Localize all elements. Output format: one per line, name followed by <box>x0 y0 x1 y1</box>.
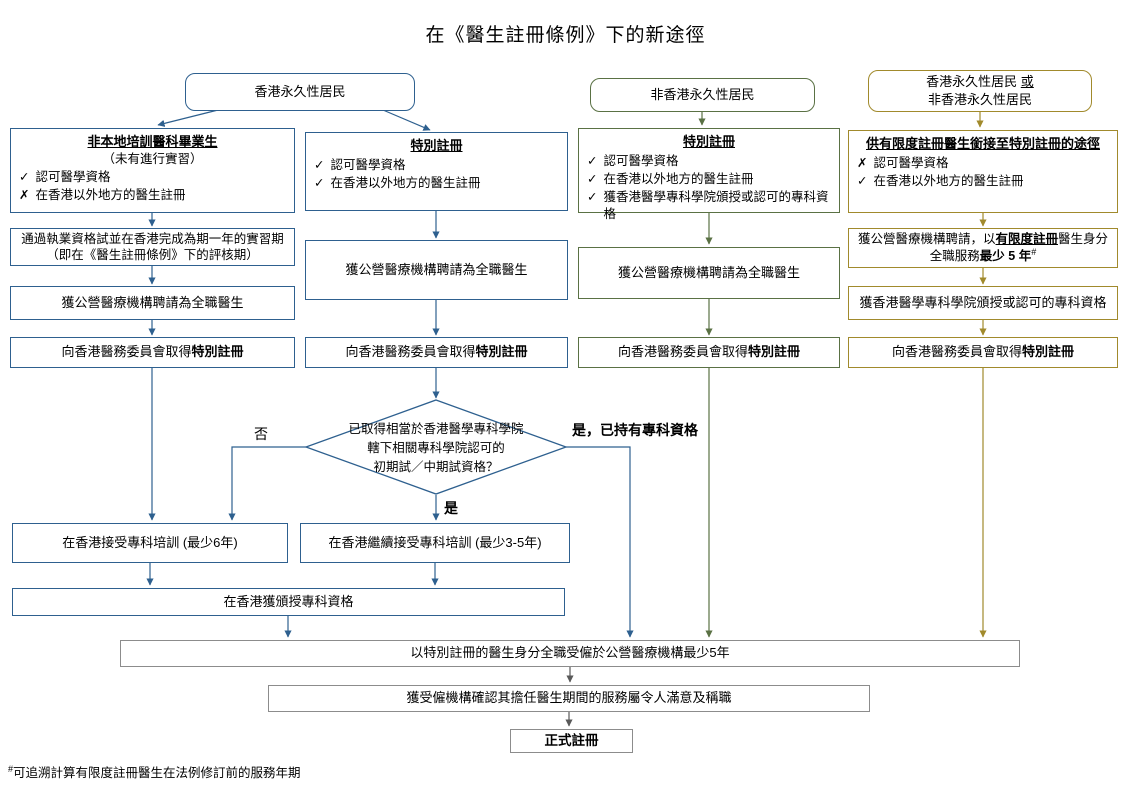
col4-criteria-box: 供有限度註冊醫生銜接至特別註冊的途徑 ✗ 認可醫學資格 ✓ 在香港以外地方的醫生… <box>848 130 1118 213</box>
col2-criteria-item-2: ✓ 在香港以外地方的醫生註冊 <box>314 176 481 191</box>
col2-criteria-box: 特別註冊 ✓ 認可醫學資格 ✓ 在香港以外地方的醫生註冊 <box>305 132 568 211</box>
col2-step-special-registration-box: 向香港醫務委員會取得特別註冊 <box>305 337 568 368</box>
check-icon: ✓ <box>19 170 30 185</box>
header-either-resident-line1: 香港永久性居民 或 <box>926 74 1034 90</box>
check-icon: ✓ <box>587 153 598 168</box>
col1-criteria-title: 非本地培訓醫科畢業生 <box>87 134 218 149</box>
col4-criteria-item-2: ✓ 在香港以外地方的醫生註冊 <box>857 174 1024 189</box>
full-registration-box: 正式註冊 <box>510 729 633 753</box>
cross-icon: ✗ <box>857 155 868 170</box>
header-either-resident: 香港永久性居民 或 非香港永久性居民 <box>868 70 1092 112</box>
col1-criteria-item-1: ✓ 認可醫學資格 <box>19 170 111 185</box>
col3-criteria-item-1: ✓ 認可醫學資格 <box>587 153 679 168</box>
col3-criteria-box: 特別註冊 ✓ 認可醫學資格 ✓ 在香港以外地方的醫生註冊 ✓ 獲香港醫學專科學院… <box>578 128 840 221</box>
check-icon: ✓ <box>587 172 598 187</box>
page-title: 在《醫生註冊條例》下的新途徑 <box>425 25 706 46</box>
col1-criteria-subtitle: （未有進行實習） <box>102 151 203 166</box>
col2-criteria-item-1: ✓ 認可醫學資格 <box>314 157 406 172</box>
header-hk-permanent-resident: 香港永久性居民 <box>185 73 415 111</box>
col3-special-registration-text: 向香港醫務委員會取得特別註冊 <box>617 344 801 360</box>
col4-criteria-title: 供有限度註冊醫生銜接至特別註冊的途徑 <box>865 136 1100 151</box>
employment-5yr-box: 以特別註冊的醫生身分全職受僱於公營醫療機構最少5年 <box>120 640 1020 667</box>
no-label: 否 <box>254 426 268 442</box>
yes-label: 是 <box>444 500 458 516</box>
header-non-hk-permanent-resident: 非香港永久性居民 <box>590 78 815 112</box>
col4-step1-line2: 全職服務最少 5 年# <box>929 247 1037 264</box>
col3-step-special-registration-box: 向香港醫務委員會取得特別註冊 <box>578 337 840 368</box>
header-non-hk-permanent-resident-label: 非香港永久性居民 <box>650 86 755 102</box>
col4-step1-line1: 獲公營醫療機構聘請，以有限度註冊醫生身分 <box>857 232 1109 247</box>
col1-criteria-item-2: ✗ 在香港以外地方的醫生註冊 <box>19 188 186 203</box>
col3-criteria-item-3: ✓ 獲香港醫學專科學院頒授或認可的專科資格 <box>587 190 829 221</box>
col2-special-registration-text: 向香港醫務委員會取得特別註冊 <box>345 344 528 360</box>
col3-criteria-item-2: ✓ 在香港以外地方的醫生註冊 <box>587 172 754 187</box>
col1-step-exam-internship-box: 通過執業資格試並在香港完成為期一年的實習期 （即在《醫生註冊條例》下的評核期） <box>10 228 295 266</box>
col2-step-public-employment-box: 獲公營醫療機構聘請為全職醫生 <box>305 240 568 300</box>
decision-question: 已取得相當於香港醫學專科學院 轄下相關專科學院認可的 初期試／中期試資格？ <box>348 422 524 474</box>
cross-icon: ✗ <box>19 188 30 203</box>
col4-step-specialist-qualification-box: 獲香港醫學專科學院頒授或認可的專科資格 <box>848 286 1118 320</box>
yes-specialist-label: 是，已持有專科資格 <box>572 422 698 438</box>
check-icon: ✓ <box>587 190 598 205</box>
training-6yr-box: 在香港接受專科培訓 (最少6年) <box>12 523 288 563</box>
col4-special-registration-text: 向香港醫務委員會取得特別註冊 <box>891 344 1075 360</box>
footnote: #可追溯計算有限度註冊醫生在法例修訂前的服務年期 <box>8 763 301 780</box>
satisfactory-service-box: 獲受僱機構確認其擔任醫生期間的服務屬令人滿意及稱職 <box>268 685 870 712</box>
header-hk-permanent-resident-label: 香港永久性居民 <box>254 83 346 99</box>
header-either-resident-line2: 非香港永久性居民 <box>927 92 1032 107</box>
col3-criteria-title: 特別註冊 <box>682 134 735 149</box>
col2-criteria-title: 特別註冊 <box>410 138 463 153</box>
col3-step-public-employment-box: 獲公營醫療機構聘請為全職醫生 <box>578 247 840 299</box>
hk-specialist-qualification-box: 在香港獲頒授專科資格 <box>12 588 565 616</box>
col1-step-special-registration-box: 向香港醫務委員會取得特別註冊 <box>10 337 295 368</box>
col1-criteria-box: 非本地培訓醫科畢業生 （未有進行實習） ✓ 認可醫學資格 ✗ 在香港以外地方的醫… <box>10 128 295 213</box>
training-3-5yr-box: 在香港繼續接受專科培訓 (最少3-5年) <box>300 523 570 563</box>
col4-criteria-item-1: ✗ 認可醫學資格 <box>857 155 949 170</box>
check-icon: ✓ <box>314 157 325 172</box>
col4-step-special-registration-box: 向香港醫務委員會取得特別註冊 <box>848 337 1118 368</box>
col1-special-registration-text: 向香港醫務委員會取得特別註冊 <box>61 344 244 360</box>
col4-step-limited-registration-service-box: 獲公營醫療機構聘請，以有限度註冊醫生身分 全職服務最少 5 年# <box>848 228 1118 268</box>
check-icon: ✓ <box>314 176 325 191</box>
check-icon: ✓ <box>857 174 868 189</box>
col1-step-public-employment-box: 獲公營醫療機構聘請為全職醫生 <box>10 286 295 320</box>
